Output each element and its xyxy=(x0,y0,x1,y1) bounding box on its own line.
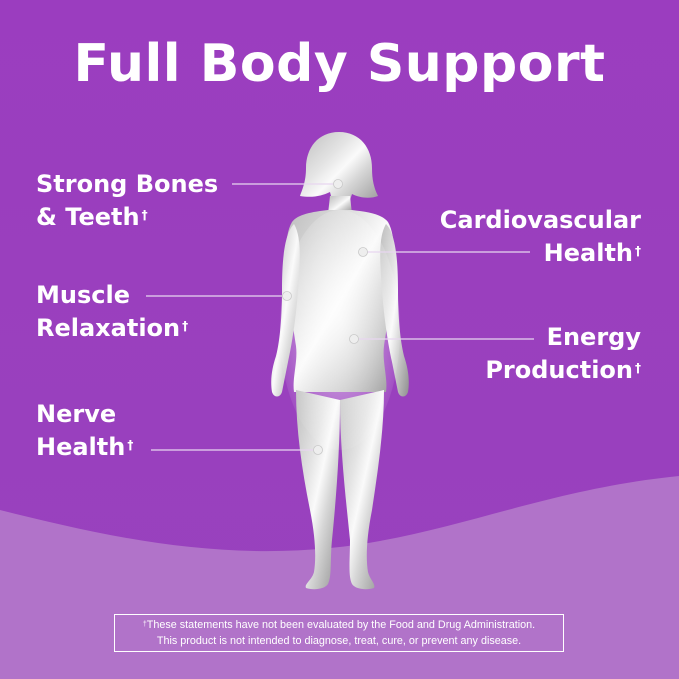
dot-nerve xyxy=(313,445,323,455)
dagger-mark: † xyxy=(635,244,641,258)
label-bones-line2: & Teeth xyxy=(36,203,140,231)
connector-lines xyxy=(146,183,534,451)
label-cardio-line2: Health xyxy=(543,239,633,267)
label-cardio-line1: Cardiovascular xyxy=(439,206,641,234)
label-muscle: Muscle Relaxation† xyxy=(36,279,188,345)
fda-disclaimer: †These statements have not been evaluate… xyxy=(114,614,564,652)
dot-muscle xyxy=(282,291,292,301)
figure-highlight xyxy=(280,210,400,450)
label-muscle-line1: Muscle xyxy=(36,281,130,309)
dagger-mark: † xyxy=(635,361,641,375)
disclaimer-dagger: † xyxy=(142,621,147,628)
body-point-dots xyxy=(282,179,368,455)
dot-bones xyxy=(333,179,343,189)
page-title: Full Body Support xyxy=(73,34,606,94)
dot-energy xyxy=(349,334,359,344)
dot-cardio xyxy=(358,247,368,257)
label-nerve-line2: Health xyxy=(36,433,126,461)
dagger-mark: † xyxy=(182,319,189,333)
label-cardiovascular: Cardiovascular Health† xyxy=(440,204,641,270)
dagger-mark: † xyxy=(141,208,148,222)
label-nerve-line1: Nerve xyxy=(36,400,117,428)
label-nerve: Nerve Health† xyxy=(36,398,133,464)
dagger-mark: † xyxy=(127,438,134,452)
label-bones-line1: Strong Bones xyxy=(36,170,219,198)
disclaimer-line2: This product is not intended to diagnose… xyxy=(156,635,522,647)
label-energy-line2: Production xyxy=(485,356,633,384)
label-energy-line1: Energy xyxy=(546,323,641,351)
label-muscle-line2: Relaxation xyxy=(36,314,181,342)
label-strong-bones: Strong Bones & Teeth† xyxy=(36,168,218,234)
disclaimer-line1: These statements have not been evaluated… xyxy=(146,619,536,631)
label-energy: Energy Production† xyxy=(485,321,641,387)
